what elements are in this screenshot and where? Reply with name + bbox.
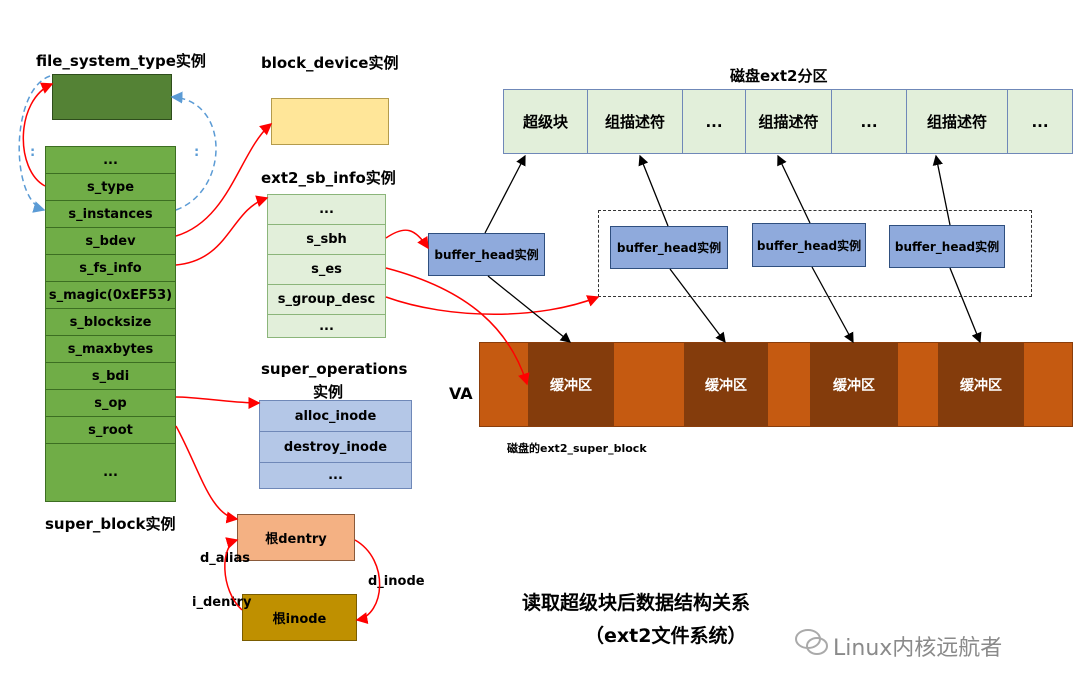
s-root-arrow: [175, 425, 239, 524]
super-ops-field: destroy_inode: [260, 432, 411, 463]
disk-super-block-label: 磁盘的ext2_super_block: [507, 442, 647, 455]
file-system-type-title: file_system_type实例: [36, 52, 206, 70]
super-block-field: s_magic(0xEF53): [46, 282, 175, 309]
s-es-arrow: [385, 267, 530, 386]
d-alias-arrow: [224, 537, 243, 611]
super-block-field: s_op: [46, 390, 175, 417]
wechat-icon: [795, 628, 829, 662]
s-group-desc-arrow: [385, 295, 600, 315]
super-block-field: s_fs_info: [46, 255, 175, 282]
sb-info-field: s_es: [268, 255, 385, 285]
s-fs-info-arrow: [175, 195, 269, 266]
disk-partition-row: 超级块 组描述符 ... 组描述符 ... 组描述符 ...: [503, 89, 1073, 154]
instances-link-left: [18, 75, 51, 213]
disk-cell-ellipsis: ...: [683, 90, 746, 153]
instances-link-right: [170, 91, 217, 211]
sb-info-field: s_sbh: [268, 225, 385, 255]
bh1-buffer-arrow: [487, 275, 572, 343]
super-ops-field: alloc_inode: [260, 401, 411, 432]
buffer-area: 缓冲区: [528, 343, 614, 426]
root-inode-box: 根inode: [242, 594, 357, 641]
super-block-field: s_blocksize: [46, 309, 175, 336]
buffer-area: 缓冲区: [684, 343, 768, 426]
s-sbh-arrow: [385, 229, 429, 250]
i-dentry-label: i_dentry: [192, 595, 252, 610]
buffer-head-box: buffer_head实例: [610, 226, 728, 269]
super-block-field: ...: [46, 444, 175, 501]
d-inode-arrow: [354, 539, 381, 625]
disk-cell-ellipsis: ...: [832, 90, 907, 153]
caption-line-2: （ext2文件系统）: [585, 625, 747, 647]
s-type-arrow: [22, 82, 54, 187]
buffer-head-box: buffer_head实例: [889, 225, 1005, 268]
s-bdev-arrow: [175, 123, 273, 237]
super-operations-title-2: 实例: [313, 383, 344, 401]
file-system-type-box: [52, 74, 172, 120]
super-block-field: ...: [46, 147, 175, 174]
super-block-title: super_block实例: [45, 515, 176, 533]
bh3-disk-arrow: [777, 154, 811, 224]
ext2-sb-info-title: ext2_sb_info实例: [261, 169, 396, 187]
block-device-box: [271, 98, 389, 145]
bh4-disk-arrow: [932, 154, 951, 226]
buffer-head-group: [598, 210, 1032, 297]
sb-info-field: ...: [268, 195, 385, 225]
super-block-field: s_instances: [46, 201, 175, 228]
super-operations-struct: alloc_inode destroy_inode ...: [259, 400, 412, 489]
bh2-disk-arrow: [638, 154, 669, 227]
super-block-field: s_type: [46, 174, 175, 201]
va-bar: 缓冲区 缓冲区 缓冲区 缓冲区: [479, 342, 1073, 427]
super-operations-title: super_operations: [261, 360, 408, 378]
bh2-buffer-arrow: [669, 268, 726, 344]
buffer-head-box: buffer_head实例: [752, 223, 866, 267]
super-ops-field: ...: [328, 468, 343, 483]
block-device-title: block_device实例: [261, 54, 399, 72]
bh3-buffer-arrow: [811, 266, 854, 344]
disk-partition-title: 磁盘ext2分区: [730, 67, 828, 85]
bh1-disk-arrow: [484, 154, 526, 234]
super-block-field: s_maxbytes: [46, 336, 175, 363]
watermark-text: Linux内核远航者: [833, 636, 1003, 661]
sb-info-field: s_group_desc: [268, 285, 385, 315]
caption-line-1: 读取超级块后数据结构关系: [522, 592, 751, 614]
super-block-field: s_bdev: [46, 228, 175, 255]
buffer-head-box: buffer_head实例: [428, 233, 545, 276]
buffer-area: 缓冲区: [810, 343, 898, 426]
disk-cell-superblock: 超级块: [504, 90, 588, 153]
loop-dots-right: :: [194, 145, 200, 160]
ext2-sb-info-struct: ... s_sbh s_es s_group_desc ...: [267, 194, 386, 338]
loop-dots-left: :: [30, 145, 36, 160]
disk-cell-ellipsis: ...: [1008, 90, 1072, 153]
super-block-field: s_root: [46, 417, 175, 444]
disk-cell-group-desc: 组描述符: [588, 90, 683, 153]
root-dentry-box: 根dentry: [237, 514, 355, 561]
disk-cell-group-desc: 组描述符: [907, 90, 1008, 153]
d-inode-label: d_inode: [368, 574, 425, 589]
bh4-buffer-arrow: [949, 267, 982, 344]
buffer-area: 缓冲区: [938, 343, 1024, 426]
va-label: VA: [449, 384, 473, 403]
super-block-struct: ... s_type s_instances s_bdev s_fs_info …: [45, 146, 176, 502]
s-op-arrow: [175, 396, 261, 409]
disk-cell-group-desc: 组描述符: [746, 90, 832, 153]
super-block-field: s_bdi: [46, 363, 175, 390]
sb-info-field: ...: [319, 318, 334, 334]
